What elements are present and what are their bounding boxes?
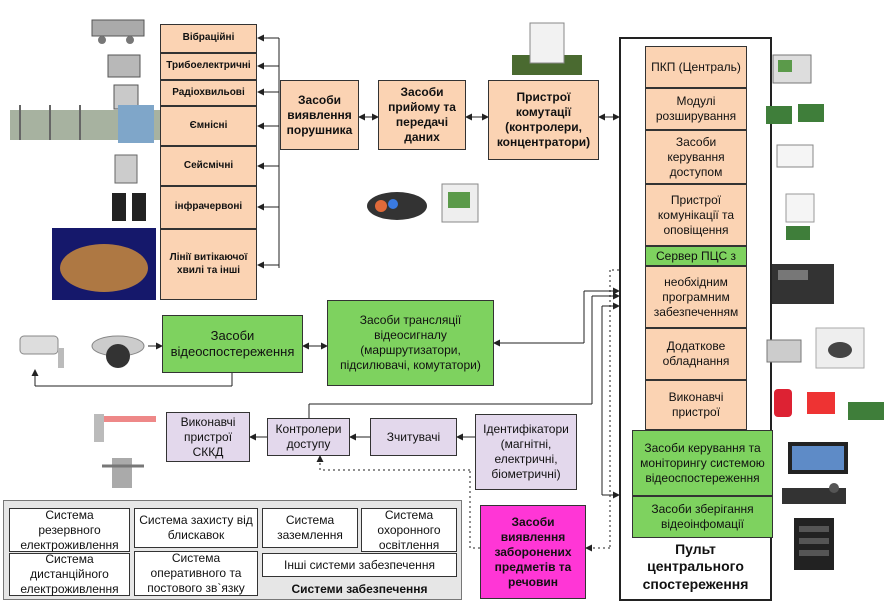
support-systems-title: Системи забезпечення [291, 581, 428, 596]
relay-board-icon [848, 402, 884, 420]
support-operational-comms: Система оперативного та постового зв`язк… [134, 551, 258, 596]
sensor-vibration: Вібраційні [160, 24, 257, 53]
seismic-sensor-icon [114, 154, 138, 184]
scanner-icon [815, 327, 865, 369]
console-additional-equipment: Додаткове обладнання [645, 328, 747, 380]
expansion-module-icon [766, 104, 824, 124]
console-video-monitoring: Засоби керування та моніторингу системою… [632, 430, 773, 496]
console-expansion-modules: Модулі розширування [645, 88, 747, 130]
cable-bundle-icon [367, 192, 427, 220]
console-access-control: Засоби керування доступом [645, 130, 747, 184]
server-icon [772, 264, 834, 304]
sensor-seismic: Сейсмічні [160, 146, 257, 186]
leaky-wave-icon [52, 228, 156, 300]
controller-box-icon [441, 183, 479, 223]
console-server-software: необхідним програмним забезпеченням [645, 266, 747, 328]
console-actuators: Виконавчі пристрої [645, 380, 747, 430]
switching-devices: Пристрої комутації (контролери, концентр… [488, 80, 599, 160]
sensor-triboelectric: Трибоелектричні [160, 53, 257, 80]
support-grounding: Система заземлення [262, 508, 358, 548]
transmission-means: Засоби прийому та передачі даних [378, 80, 466, 150]
communicator-icon [785, 193, 815, 240]
bullet-camera-icon [19, 335, 64, 368]
barrier-icon [94, 414, 156, 442]
sensor-leaky-wave: Лінії витікаючої хвилі та інші [160, 229, 257, 300]
switch-cabinet-icon [512, 22, 582, 75]
sensor-infrared: інфрачервоні [160, 186, 257, 229]
siren-icon [774, 389, 792, 417]
sensor-radiowave: Радіохвильові [160, 80, 257, 106]
console-title: Пульт центрального спостереження [642, 540, 749, 592]
detection-means: Засоби виявлення порушника [280, 80, 359, 150]
readers: Зчитувачі [370, 418, 457, 456]
support-backup-power: Система резервного електроживлення [9, 508, 130, 552]
console-communication: Пристрої комунікації та оповіщення [645, 184, 747, 246]
ppk-panel-icon [772, 54, 812, 84]
dome-camera-icon [91, 335, 145, 368]
keypad-icon [776, 144, 814, 168]
console-server-header: Сервер ПЦС з [645, 246, 747, 266]
joystick-console-icon [782, 483, 846, 504]
support-security-lighting: Система охоронного освітлення [361, 508, 457, 552]
access-controllers: Контролери доступу [267, 418, 350, 456]
contraband-detection: Засоби виявлення заборонених предметів т… [480, 505, 586, 599]
identifiers: Ідентифікатори (магнітні, електричні, бі… [475, 414, 577, 490]
sensor-capacitive: Ємнісні [160, 106, 257, 146]
console-panel-ppk: ПКП (Централь) [645, 46, 747, 88]
support-other-systems: Інші системи забезпечення [262, 553, 457, 577]
printer-icon [766, 339, 802, 363]
alarm-light-icon [807, 392, 835, 414]
console-video-storage: Засоби зберігання відеоінфомації [632, 496, 773, 538]
video-signal-translation: Засоби трансляції відеосигналу (маршрути… [327, 300, 494, 386]
dvr-storage-icon [794, 518, 834, 570]
infrared-sensor-icon [112, 193, 146, 221]
video-surveillance: Засоби відеоспостереження [162, 315, 303, 373]
vibration-sensor-icon [91, 19, 145, 44]
acs-actuators: Виконавчі пристрої СККД [166, 412, 250, 462]
fence-capacitive-icon [10, 105, 160, 143]
tribo-sensor-icon [107, 54, 141, 78]
support-lightning-protection: Система захисту від блискавок [134, 508, 258, 548]
support-remote-power: Система дистанційного електроживлення [9, 552, 130, 596]
turnstile-icon [102, 458, 144, 488]
monitor-icon [788, 442, 848, 474]
